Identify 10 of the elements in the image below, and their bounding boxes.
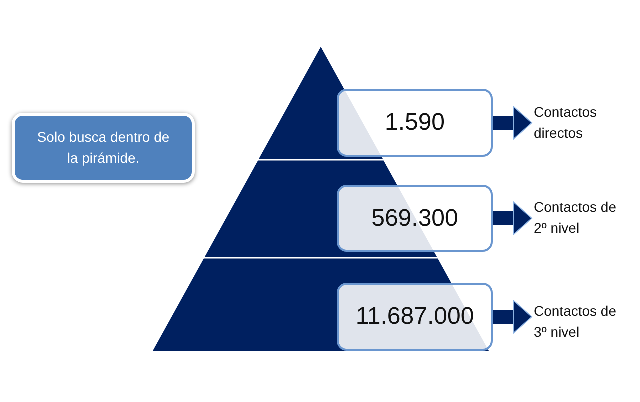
tier-label: Contactos de 2º nivel [534, 197, 624, 239]
arrow [493, 300, 532, 334]
value-box: 569.300 [337, 185, 493, 252]
note-box: Solo busca dentro de la pirámide. [12, 113, 195, 183]
tier-label: Contactos de 3º nivel [534, 301, 624, 343]
tier-label: Contactos directos [534, 102, 624, 144]
value-box: 1.590 [337, 89, 493, 157]
arrow [493, 202, 532, 235]
arrow [493, 106, 532, 140]
value-box: 11.687.000 [337, 283, 493, 351]
